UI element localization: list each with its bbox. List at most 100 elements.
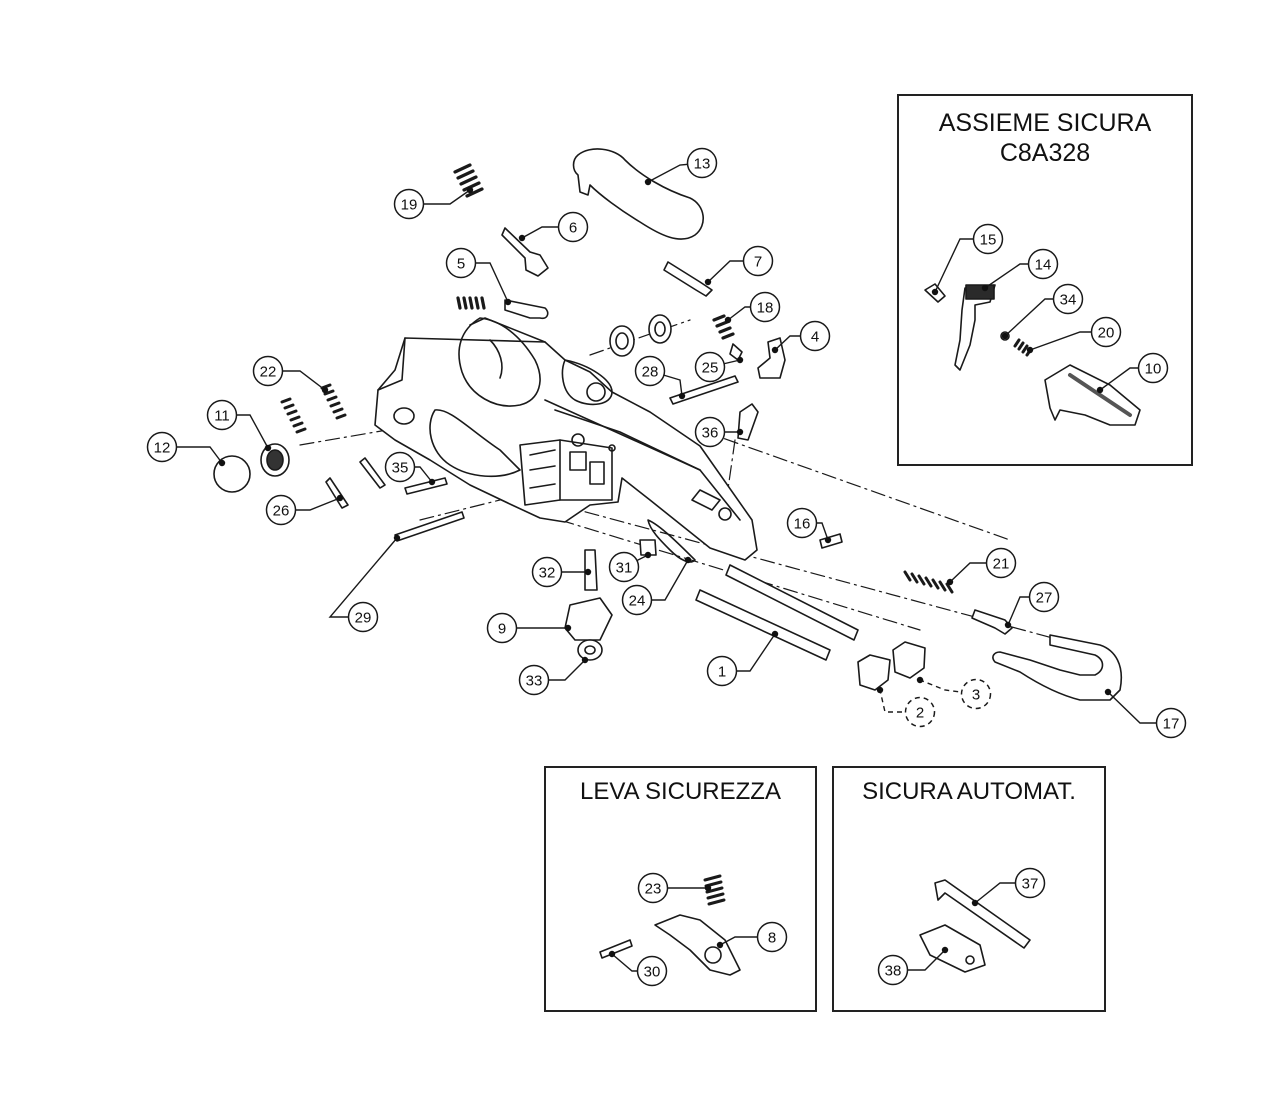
callout-15: 15	[931, 223, 1004, 296]
callout-number: 17	[1163, 716, 1180, 733]
part-23-spring	[703, 874, 726, 906]
callout-number: 26	[273, 503, 290, 520]
part-21-spring	[903, 570, 954, 594]
part-6-firing-pin	[501, 227, 549, 277]
leader-dot	[321, 386, 329, 394]
leader-dot	[504, 298, 512, 306]
callout-number: 22	[260, 364, 277, 381]
callout-number: 1	[718, 664, 726, 681]
leader-dot	[981, 284, 989, 292]
callout-number: 18	[757, 300, 774, 317]
part-29-long-pin	[394, 511, 465, 542]
leader-dot	[876, 686, 884, 694]
callout-circle	[1090, 316, 1122, 348]
callout-22: 22	[252, 355, 329, 394]
leader-dot	[518, 234, 526, 242]
callout-number: 32	[539, 565, 556, 582]
part-31	[639, 539, 657, 556]
part-2-hinge	[857, 654, 891, 691]
callout-circle	[557, 211, 589, 243]
callout-number: 27	[1036, 590, 1053, 607]
callout-circle	[985, 547, 1017, 579]
callout-circle	[694, 351, 726, 383]
part-3-hinge	[892, 641, 926, 679]
part-9	[564, 597, 613, 641]
callout-number: 14	[1035, 257, 1052, 274]
leader-dot	[736, 356, 744, 364]
callout-circle	[146, 431, 178, 463]
callout-circle	[265, 494, 297, 526]
part-28-pin	[669, 375, 739, 405]
inset-title-assieme-sicura: ASSIEME SICURA C8A328	[899, 108, 1191, 168]
part-8-safety-lever	[654, 914, 741, 976]
callout-36: 36	[694, 416, 744, 448]
callout-circle	[518, 664, 550, 696]
pin-near-26	[359, 457, 386, 489]
leader-dot	[678, 392, 686, 400]
callout-circle	[706, 655, 738, 687]
part-18-spring	[712, 314, 735, 340]
callout-16: 16	[786, 507, 832, 544]
leader-dot	[644, 551, 652, 559]
leader-dot	[581, 656, 589, 664]
part-14-grip	[965, 284, 995, 300]
callout-circle	[786, 507, 818, 539]
part-26-pin	[325, 477, 349, 509]
callout-number: 15	[980, 232, 997, 249]
callout-circle	[486, 612, 518, 644]
callout-circle	[637, 872, 669, 904]
inset-leva-sicurezza: LEVA SICUREZZA	[544, 766, 817, 1012]
leader-dot	[218, 459, 226, 467]
callout-circle	[756, 921, 788, 953]
callout-2: 2	[876, 686, 936, 728]
callout-number: 16	[794, 516, 811, 533]
part-27-pin	[971, 609, 1013, 635]
part-19-spring	[453, 163, 484, 198]
callout-20: 20	[1026, 316, 1122, 354]
part-24-wire-spring	[647, 519, 696, 563]
callout-number: 12	[154, 440, 171, 457]
callout-12: 12	[146, 431, 226, 467]
callout-10: 10	[1096, 352, 1169, 394]
callout-18: 18	[724, 291, 781, 324]
part-20-spring	[1013, 338, 1033, 357]
leader-dot	[736, 428, 744, 436]
leader-dot	[941, 946, 949, 954]
part-7-pin	[663, 261, 713, 297]
callout-number: 33	[526, 673, 543, 690]
callout-30: 30	[608, 950, 668, 987]
callout-6: 6	[518, 211, 589, 243]
callout-8: 8	[716, 921, 788, 953]
callout-circle	[686, 147, 718, 179]
leader-dot	[724, 316, 732, 324]
leader-dot	[644, 178, 652, 186]
callout-circle	[799, 320, 831, 352]
callout-7: 7	[704, 245, 774, 286]
part-13-top-lever	[572, 148, 704, 240]
inset-title-line1: ASSIEME SICURA	[938, 109, 1152, 137]
callout-1: 1	[706, 630, 779, 687]
callout-circle	[877, 954, 909, 986]
leader-dot	[1001, 332, 1009, 340]
receiver-frame	[374, 317, 758, 561]
callout-circle	[531, 556, 563, 588]
part-1-rod-b	[725, 564, 859, 641]
part-4-bracket	[757, 337, 786, 379]
leader-dot	[466, 186, 474, 194]
callout-circle	[347, 601, 379, 633]
callout-14: 14	[981, 248, 1059, 292]
callout-26: 26	[265, 494, 344, 526]
leader-dot	[264, 444, 272, 452]
leader-dot	[428, 478, 436, 486]
callout-circle	[1155, 707, 1187, 739]
callout-number: 30	[644, 964, 661, 981]
leader-dot	[824, 536, 832, 544]
callout-number: 31	[616, 560, 633, 577]
leader-dot	[1026, 346, 1034, 354]
callout-21: 21	[946, 547, 1017, 586]
callout-28: 28	[634, 355, 686, 400]
callout-circle	[904, 696, 936, 728]
callout-37: 37	[971, 867, 1046, 907]
leader-dot	[704, 278, 712, 286]
